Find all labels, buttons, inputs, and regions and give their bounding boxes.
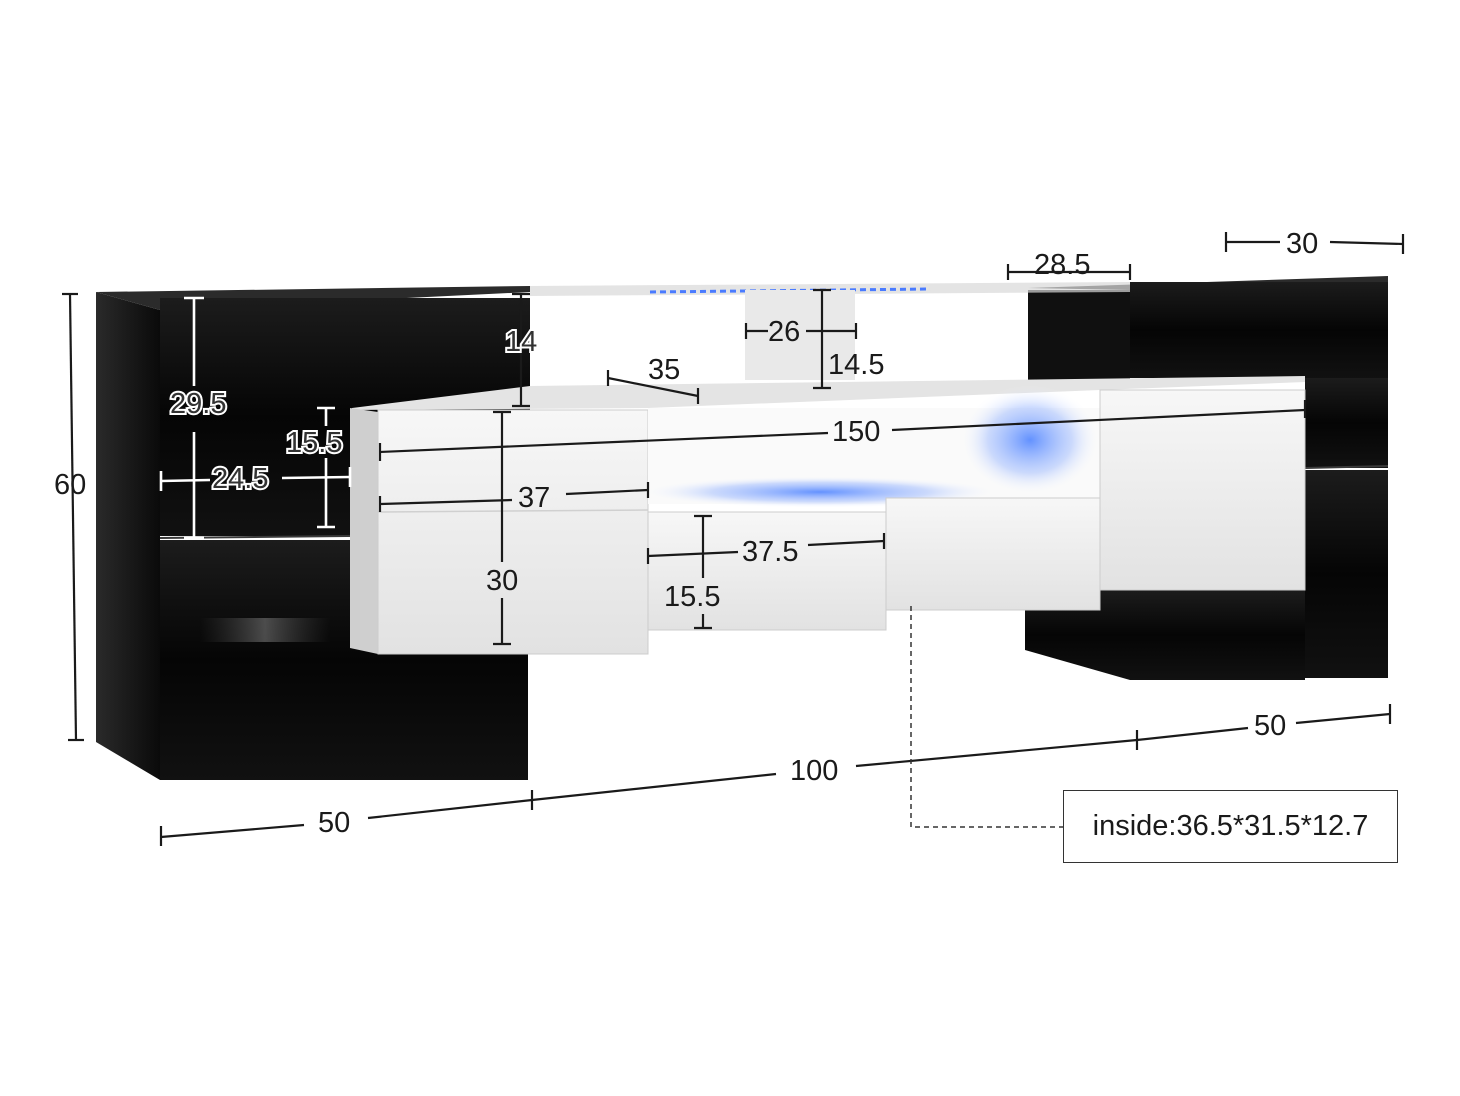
label-left-small-height: 15.5 [286,427,342,459]
white-main-cabinet [350,376,1306,655]
dim-line-shelf-depth [607,376,699,398]
white-top-surface [352,376,1305,410]
label-left-door-width: 24.5 [212,463,268,495]
label-divider-width: 26 [768,316,800,348]
label-shelf-depth: 35 [648,354,680,386]
left-door-reflection [200,618,330,642]
label-divider-height: 14.5 [828,349,884,381]
right-upper-door [1130,282,1388,378]
dim-line-overall-height [68,293,78,741]
left-cabinet-side [96,292,160,780]
right-door-split [1304,465,1389,469]
label-shelf-height: 14 [505,326,537,358]
dim-line-drawer-width [647,550,739,558]
inside-dimensions-label: inside:36.5*31.5*12.7 [1063,790,1398,863]
label-left-door-height: 29.5 [170,388,226,420]
dim-line-left-door-width [160,478,211,483]
white-right-door [1099,389,1306,591]
dim-line-base-middle [531,772,777,802]
dim-line-right-depth-2 [1329,240,1404,246]
label-white-door-width: 37 [518,482,550,514]
center-divider [745,290,855,380]
right-base-block [1025,590,1305,680]
dim-line-left-door-width-2 [281,475,351,480]
right-mid-door [1305,378,1388,468]
dim-line-drawer-width-2 [807,539,885,547]
label-top-shelf-width: 28.5 [1034,249,1090,281]
white-drawer-right [885,497,1101,611]
label-right-depth: 30 [1286,228,1318,260]
white-left-side [350,408,378,654]
label-white-door-height: 30 [486,565,518,597]
dim-line-base-left-2 [367,798,533,820]
label-overall-height: 60 [54,469,86,501]
dim-line-base-middle-2 [855,738,1138,768]
right-cabinet-left-face [1028,290,1130,384]
dim-line-base-right-2 [1295,712,1391,725]
inside-leader-line [910,606,1063,828]
label-base-left: 50 [318,807,350,839]
led-glow-right [960,385,1100,495]
dim-line-white-door-width [379,498,513,506]
right-lower-door [1305,470,1388,678]
dimension-lines [62,232,1405,846]
dim-line-main-width-2 [891,408,1306,432]
label-drawer-width: 37.5 [742,536,798,568]
label-base-middle: 100 [790,755,838,787]
label-drawer-height: 15.5 [664,581,720,613]
dim-line-main-width [379,431,829,454]
dim-line-base-right [1136,726,1249,742]
dimension-labels: 60 30 28.5 14 35 26 14.5 150 37 30 37.5 … [54,228,1318,839]
dim-line-white-door-width-2 [565,488,649,496]
label-base-right: 50 [1254,710,1286,742]
label-main-width: 150 [832,416,880,448]
white-left-door-split [377,509,649,513]
dim-line-base-left [160,823,305,839]
